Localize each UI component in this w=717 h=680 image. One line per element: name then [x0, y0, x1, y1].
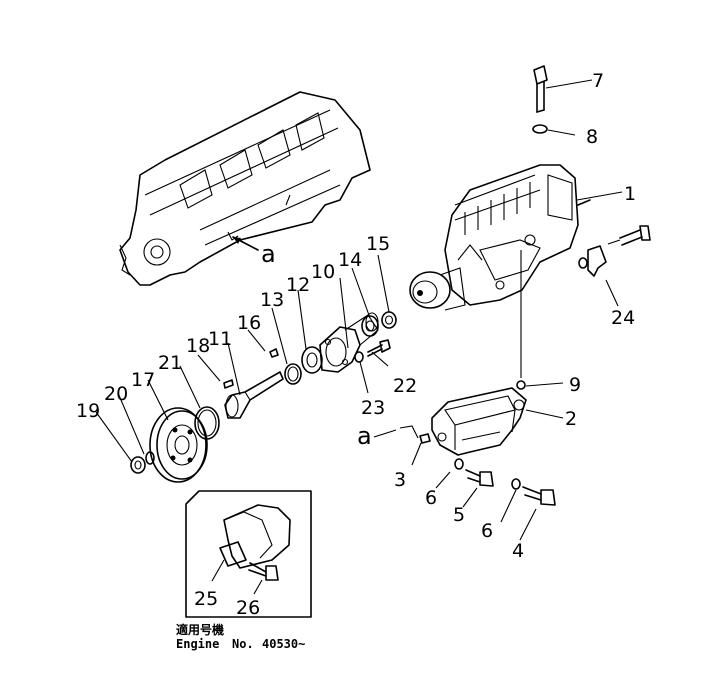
reference-marks: a a — [261, 240, 397, 450]
label-10: 10 — [311, 261, 335, 283]
label-22: 22 — [393, 375, 417, 397]
label-9: 9 — [569, 374, 581, 396]
label-6-right: 6 — [481, 520, 493, 542]
bolt-7 — [533, 65, 548, 113]
applicability-heading: 適用号機 — [176, 622, 224, 637]
label-24: 24 — [611, 307, 635, 329]
key-16 — [269, 348, 279, 358]
label-13: 13 — [260, 289, 284, 311]
o-ring-21 — [194, 406, 220, 440]
engine-label: Engine — [176, 637, 219, 651]
label-1: 1 — [624, 183, 636, 205]
washer-23 — [354, 351, 364, 363]
o-ring-9 — [516, 380, 526, 390]
washer-6-left — [454, 458, 464, 470]
label-19: 19 — [76, 400, 100, 422]
label-21: 21 — [158, 352, 182, 374]
snap-ring-13 — [284, 363, 302, 385]
dowel-pin-3 — [399, 425, 431, 444]
label-23: 23 — [361, 397, 385, 419]
bolt-5 — [465, 469, 494, 487]
ref-mark-a-pin: a — [357, 422, 372, 450]
ref-arrow-line — [373, 429, 397, 438]
label-4: 4 — [512, 540, 524, 562]
label-2: 2 — [565, 408, 577, 430]
label-5: 5 — [453, 504, 465, 526]
washer-6-right — [511, 478, 521, 490]
serial-number: 40530~ — [262, 637, 305, 651]
label-3: 3 — [394, 469, 406, 491]
key-18 — [223, 379, 234, 389]
label-15: 15 — [366, 233, 390, 255]
ref-mark-a-block: a — [261, 240, 276, 268]
cover-25 — [219, 504, 291, 569]
number-label: No. — [232, 637, 254, 651]
washer-20 — [145, 451, 155, 465]
label-25: 25 — [194, 588, 218, 610]
timing-gear — [149, 407, 208, 483]
label-8: 8 — [586, 126, 598, 148]
pump-bracket — [431, 387, 527, 456]
washer-8 — [532, 124, 548, 134]
ring-15 — [381, 311, 397, 329]
label-18: 18 — [186, 335, 210, 357]
label-17: 17 — [131, 369, 155, 391]
label-11: 11 — [208, 328, 232, 350]
applicability-note: 適用号機 Engine No. 40530~ — [176, 622, 305, 651]
part-number-labels: 1 2 3 4 5 6 6 7 8 9 10 11 12 13 14 15 16… — [76, 70, 636, 619]
bearing-housing — [319, 312, 379, 373]
detail-box — [185, 490, 312, 618]
label-6-left: 6 — [425, 487, 437, 509]
leader-lines — [95, 79, 623, 595]
bolt-26 — [248, 562, 279, 581]
label-12: 12 — [286, 274, 310, 296]
bearing-12 — [301, 346, 323, 374]
bolt-22 — [367, 339, 391, 357]
injection-pump — [409, 164, 591, 311]
nut-19 — [130, 456, 146, 474]
label-16: 16 — [237, 312, 261, 334]
engine-block — [119, 91, 371, 286]
label-7: 7 — [592, 70, 604, 92]
label-26: 26 — [236, 597, 260, 619]
fitting-24 — [578, 225, 651, 277]
label-14: 14 — [338, 249, 362, 271]
drive-shaft — [224, 371, 284, 419]
bearing-14 — [361, 315, 379, 337]
label-20: 20 — [104, 383, 128, 405]
bolt-4 — [522, 486, 556, 506]
